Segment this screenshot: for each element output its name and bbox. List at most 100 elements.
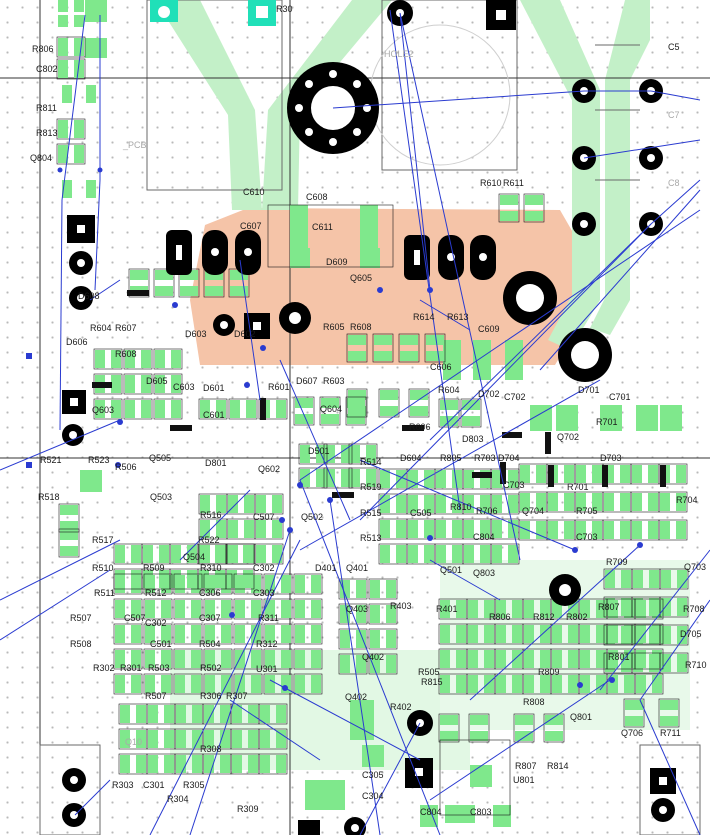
smd-pad[interactable] — [148, 730, 158, 748]
smd-pad[interactable] — [111, 375, 121, 393]
smd-pad[interactable] — [161, 675, 171, 693]
smd-pad[interactable] — [620, 521, 630, 539]
smd-pad[interactable] — [295, 600, 305, 618]
smd-pad[interactable] — [187, 545, 197, 563]
smd-pad[interactable] — [130, 270, 148, 280]
smd-pad[interactable] — [176, 705, 186, 723]
smd-pad[interactable] — [580, 650, 590, 668]
smd-pad[interactable] — [200, 545, 210, 563]
smd-pad[interactable] — [256, 520, 266, 538]
smd-pad[interactable] — [85, 38, 107, 58]
smd-pad[interactable] — [564, 493, 574, 511]
smd-pad[interactable] — [341, 469, 351, 487]
smd-pad[interactable] — [348, 390, 366, 400]
smd-pad[interactable] — [360, 205, 378, 250]
smd-pad[interactable] — [600, 405, 622, 431]
smd-pad[interactable] — [552, 650, 562, 668]
smd-pad[interactable] — [276, 705, 286, 723]
smd-pad[interactable] — [632, 465, 642, 483]
smd-pad[interactable] — [175, 650, 185, 668]
smd-pad[interactable] — [462, 400, 480, 410]
smd-pad[interactable] — [424, 545, 434, 563]
smd-pad[interactable] — [180, 286, 198, 296]
smd-pad[interactable] — [524, 650, 534, 668]
smd-pad[interactable] — [221, 650, 231, 668]
smd-pad[interactable] — [440, 600, 450, 618]
smd-pad[interactable] — [295, 625, 305, 643]
smd-pad[interactable] — [340, 580, 350, 598]
smd-pad[interactable] — [221, 625, 231, 643]
smd-pad[interactable] — [115, 625, 125, 643]
smd-pad[interactable] — [540, 650, 550, 668]
smd-pad[interactable] — [436, 520, 446, 538]
smd-pad[interactable] — [155, 270, 173, 280]
smd-pad[interactable] — [540, 675, 550, 693]
smd-pad[interactable] — [115, 650, 125, 668]
smd-pad[interactable] — [350, 445, 360, 463]
smd-pad[interactable] — [131, 600, 141, 618]
smd-pad[interactable] — [676, 465, 686, 483]
smd-pad[interactable] — [232, 730, 242, 748]
smd-pad[interactable] — [171, 400, 181, 418]
smd-pad[interactable] — [141, 350, 151, 368]
smd-pad[interactable] — [191, 650, 201, 668]
smd-pad[interactable] — [74, 15, 84, 27]
smd-pad[interactable] — [440, 625, 450, 643]
smd-pad[interactable] — [633, 598, 643, 616]
smd-pad[interactable] — [95, 400, 105, 418]
smd-pad[interactable] — [548, 521, 558, 539]
smd-pad[interactable] — [468, 600, 478, 618]
smd-pad[interactable] — [677, 654, 687, 672]
smd-pad[interactable] — [400, 335, 418, 345]
smd-pad[interactable] — [396, 545, 406, 563]
smd-pad[interactable] — [235, 575, 245, 593]
smd-pad[interactable] — [111, 350, 121, 368]
smd-pad[interactable] — [230, 270, 248, 280]
smd-pad[interactable] — [136, 705, 146, 723]
smd-pad[interactable] — [676, 493, 686, 511]
smd-pad[interactable] — [143, 545, 153, 563]
smd-pad[interactable] — [131, 650, 141, 668]
smd-pad[interactable] — [436, 495, 446, 513]
smd-pad[interactable] — [164, 730, 174, 748]
smd-pad[interactable] — [496, 600, 506, 618]
smd-pad[interactable] — [74, 145, 84, 163]
smd-pad[interactable] — [244, 520, 254, 538]
smd-pad[interactable] — [456, 600, 466, 618]
smd-pad[interactable] — [633, 570, 643, 588]
smd-pad[interactable] — [652, 675, 662, 693]
smd-pad[interactable] — [340, 630, 350, 648]
smd-pad[interactable] — [452, 520, 462, 538]
smd-pad[interactable] — [605, 598, 615, 616]
smd-pad[interactable] — [276, 755, 286, 773]
smd-pad[interactable] — [386, 580, 396, 598]
smd-pad[interactable] — [205, 575, 215, 593]
smd-pad[interactable] — [568, 600, 578, 618]
smd-pad[interactable] — [251, 650, 261, 668]
smd-pad[interactable] — [400, 351, 418, 361]
smd-pad[interactable] — [248, 705, 258, 723]
smd-pad[interactable] — [496, 675, 506, 693]
smd-pad[interactable] — [260, 755, 270, 773]
smd-pad[interactable] — [204, 755, 214, 773]
smd-pad[interactable] — [440, 731, 458, 741]
smd-pad[interactable] — [348, 351, 366, 361]
smd-pad[interactable] — [120, 755, 130, 773]
smd-pad[interactable] — [370, 655, 380, 673]
smd-pad[interactable] — [440, 675, 450, 693]
smd-pad[interactable] — [300, 445, 310, 463]
smd-pad[interactable] — [649, 598, 659, 616]
smd-pad[interactable] — [145, 575, 155, 593]
smd-pad[interactable] — [295, 398, 313, 408]
smd-pad[interactable] — [464, 545, 474, 563]
smd-pad[interactable] — [524, 600, 534, 618]
smd-pad[interactable] — [347, 414, 365, 424]
smd-pad[interactable] — [86, 85, 96, 103]
smd-pad[interactable] — [568, 650, 578, 668]
smd-pad[interactable] — [480, 545, 490, 563]
smd-pad[interactable] — [380, 390, 398, 400]
pad-square[interactable] — [298, 820, 320, 835]
smd-pad[interactable] — [325, 469, 335, 487]
smd-pad[interactable] — [408, 545, 418, 563]
smd-pad[interactable] — [265, 675, 275, 693]
